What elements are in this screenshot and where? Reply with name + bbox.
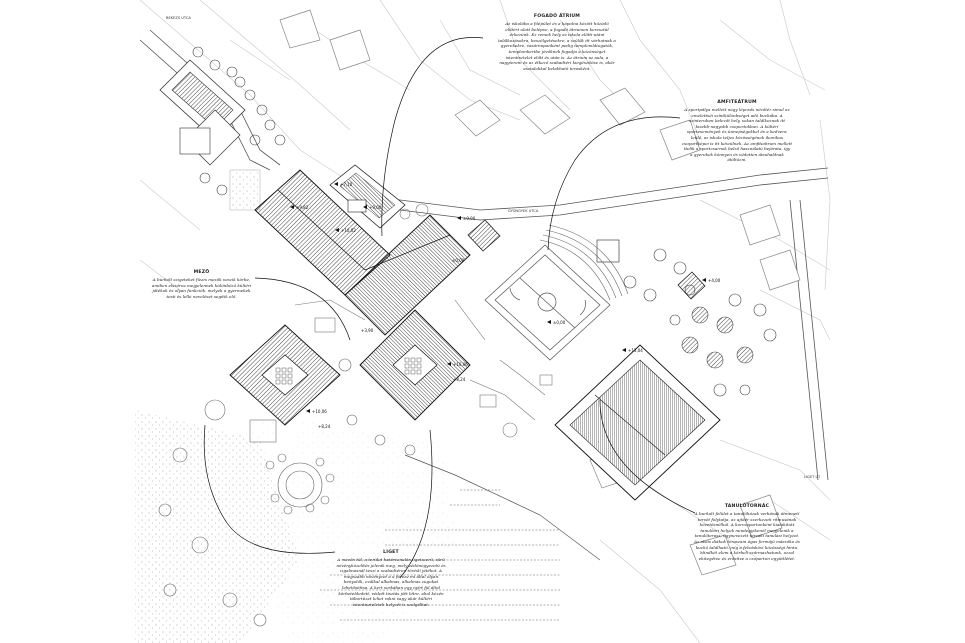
street-label-mid: GYONGYEK UTCA	[508, 209, 539, 213]
svg-text:+9,00: +9,00	[369, 205, 382, 210]
level-marker: +3,90	[361, 328, 374, 333]
level-marker: +10,06	[312, 409, 327, 414]
callout-text: A sportpálya mellett nagy lépcsős nézőté…	[682, 107, 792, 163]
level-marker: ±0,00	[553, 320, 566, 325]
level-marker: +10,06	[453, 362, 468, 367]
liget-park-area	[135, 358, 601, 643]
street-label-top-left: BEKEZS UTCA	[166, 16, 191, 20]
callout-fogado-atrium: FOGADÓ ÁTRIUM Az iskolába a főépület és …	[498, 14, 616, 71]
level-marker: ±0,00	[463, 216, 476, 221]
level-markers: +7,10 +9,82 +9,00 +10,02 ±0,00 ±0,00 ±0,…	[296, 182, 721, 429]
paths	[294, 203, 553, 438]
level-marker: +8,24	[453, 377, 466, 382]
parking-square	[596, 239, 620, 263]
svg-text:+8,24: +8,24	[453, 377, 466, 382]
svg-text:+4,00: +4,00	[708, 278, 721, 283]
level-arrows	[290, 182, 706, 413]
svg-text:±0,00: ±0,00	[553, 320, 566, 325]
sports-court	[484, 244, 611, 361]
streets	[139, 29, 829, 481]
tree-rows-right	[623, 248, 777, 397]
level-marker: +9,82	[296, 205, 309, 210]
classroom-house-middle	[359, 309, 471, 421]
svg-text:+10,06: +10,06	[453, 362, 468, 367]
svg-text:+13,04: +13,04	[628, 348, 643, 353]
callout-text: A burkolt felület a tanulóházak verkának…	[694, 511, 800, 561]
level-marker: +9,00	[369, 205, 382, 210]
callout-liget: LIGET A mezőn túl, a terület határvonalá…	[336, 550, 446, 607]
level-marker: +10,02	[341, 228, 356, 233]
level-marker: +8,24	[318, 424, 331, 429]
level-marker: ±0,00	[452, 258, 465, 263]
level-marker: +7,10	[340, 182, 353, 187]
neighbourhood-lines	[139, 0, 831, 643]
svg-text:+10,02: +10,02	[341, 228, 356, 233]
callout-text: A mezőn túl, a terület határvonalán lige…	[336, 557, 446, 607]
callout-tanulotornac: TANULÓTORNÁC A burkolt felület a tanulóh…	[692, 504, 802, 561]
amphitheater-steps	[539, 224, 629, 301]
level-marker: +4,00	[708, 278, 721, 283]
callout-title: TANULÓTORNÁC	[724, 504, 770, 509]
level-marker: +13,04	[628, 348, 643, 353]
svg-text:+7,10: +7,10	[340, 182, 353, 187]
callout-leader-lines	[203, 36, 696, 579]
street-label-right: LIGET UT	[804, 475, 821, 479]
callout-title: LIGET	[383, 550, 399, 555]
svg-text:±0,00: ±0,00	[463, 216, 476, 221]
callout-mezo: MEZŐ A burkolt szigeteket füves mezők ve…	[150, 270, 253, 299]
svg-text:+10,06: +10,06	[312, 409, 327, 414]
main-school-building	[254, 164, 501, 336]
callout-amfiteatrum: AMFITEÁTRUM A sportpálya mellett nagy lé…	[682, 100, 792, 163]
callout-text: A burkolt szigeteket füves mezők veszik …	[151, 277, 252, 299]
callout-title: AMFITEÁTRUM	[717, 100, 757, 105]
classroom-house-left	[229, 324, 341, 443]
callout-text: Az iskolába a főépület és a kápolna közö…	[498, 21, 616, 71]
callout-title: MEZŐ	[193, 270, 210, 275]
svg-text:+3,90: +3,90	[361, 328, 374, 333]
small-building-right	[677, 271, 706, 300]
svg-text:+9,82: +9,82	[296, 205, 309, 210]
svg-text:±0,00: ±0,00	[452, 258, 465, 263]
sports-hall	[554, 344, 721, 501]
svg-text:+8,24: +8,24	[318, 424, 331, 429]
callout-title: FOGADÓ ÁTRIUM	[533, 14, 581, 19]
top-left-building-cluster	[159, 46, 286, 211]
